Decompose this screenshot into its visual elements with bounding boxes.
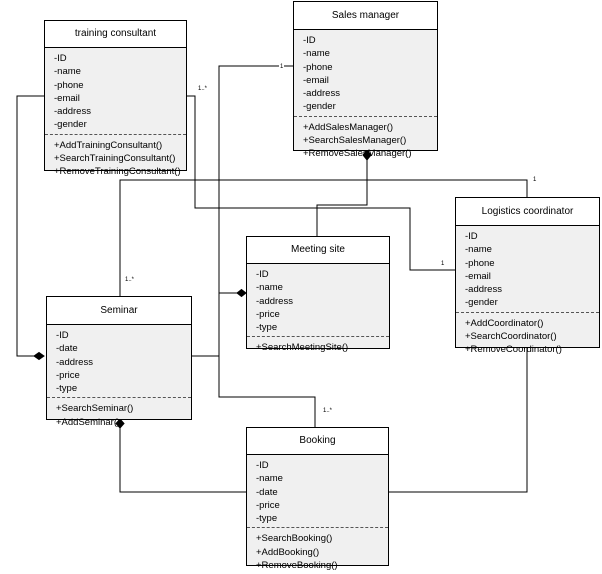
attribute: -phone bbox=[465, 257, 495, 269]
attribute: -address bbox=[256, 295, 293, 307]
diamond-meeting bbox=[236, 288, 247, 298]
attribute: -name bbox=[256, 473, 283, 485]
diamond-seminar bbox=[115, 418, 125, 429]
attribute: -ID bbox=[256, 460, 269, 471]
attribute: -address bbox=[54, 106, 91, 118]
connector-training-seminar bbox=[16, 95, 44, 357]
operation: +AddSalesManager() bbox=[303, 121, 394, 133]
operations: +SearchBooking() +AddBooking() +RemoveBo… bbox=[247, 527, 388, 574]
connector-sales-seminar bbox=[119, 160, 368, 296]
multiplicity-training-seminar: 1..* bbox=[197, 86, 209, 93]
connector-logistics-booking bbox=[388, 348, 528, 493]
connector-sales-booking bbox=[218, 65, 316, 427]
multiplicity-sales: 1 bbox=[279, 64, 285, 71]
attribute: -ID bbox=[465, 231, 478, 242]
operation: +SearchTrainingConsultant() bbox=[54, 153, 176, 165]
multiplicity-logistics-left: 1 bbox=[440, 261, 446, 268]
attribute: -gender bbox=[303, 101, 336, 113]
attribute: -date bbox=[56, 343, 78, 355]
attributes: -ID -name -date -price -type bbox=[247, 455, 388, 527]
multiplicity-seminar: 1..* bbox=[124, 277, 136, 284]
class-title: Booking bbox=[247, 428, 388, 455]
connector-meeting-seminar bbox=[192, 292, 237, 357]
class-training-consultant[interactable]: training consultant -ID -name -phone -em… bbox=[44, 20, 187, 177]
attribute: -type bbox=[256, 513, 278, 525]
diamond-sales bbox=[362, 149, 372, 161]
attribute: -price bbox=[256, 499, 280, 511]
operation: +AddSeminar() bbox=[56, 416, 121, 428]
operation: +SearchSalesManager() bbox=[303, 135, 407, 147]
attribute: -address bbox=[56, 356, 93, 368]
attribute: -gender bbox=[54, 119, 87, 131]
attribute: -gender bbox=[465, 297, 498, 309]
class-title: Meeting site bbox=[247, 237, 389, 264]
class-sales-manager[interactable]: Sales manager -ID -name -phone -email -a… bbox=[293, 1, 438, 159]
operation: +SearchBooking() bbox=[256, 533, 333, 545]
class-title: Sales manager bbox=[294, 2, 437, 30]
attribute: -type bbox=[56, 383, 78, 395]
attribute: -ID bbox=[303, 35, 316, 46]
operation: +SearchSeminar() bbox=[56, 403, 134, 415]
attribute: -ID bbox=[54, 53, 67, 64]
connector-training-logistics bbox=[186, 95, 455, 271]
attribute: -name bbox=[256, 282, 283, 294]
class-seminar[interactable]: Seminar -ID -date -address -price -type … bbox=[46, 296, 192, 428]
operation: +RemoveSalesManager() bbox=[303, 148, 412, 160]
class-title: Logistics coordinator bbox=[456, 198, 599, 226]
operations: +SearchMeetingSite() bbox=[247, 336, 389, 356]
attribute: -phone bbox=[303, 61, 333, 73]
attribute: -ID bbox=[256, 269, 269, 280]
attribute: -address bbox=[303, 88, 340, 100]
connector-seminar-booking bbox=[119, 428, 246, 493]
operation: +RemoveCoordinator() bbox=[465, 344, 562, 356]
multiplicity-logistics-top: 1 bbox=[532, 177, 538, 184]
operations: +SearchSeminar() +AddSeminar() bbox=[47, 397, 191, 431]
attribute: -phone bbox=[54, 79, 84, 91]
attributes: -ID -name -phone -email -address -gender bbox=[45, 48, 186, 134]
attributes: -ID -date -address -price -type bbox=[47, 325, 191, 397]
operation: +AddCoordinator() bbox=[465, 317, 544, 329]
attributes: -ID -name -phone -email -address -gender bbox=[456, 226, 599, 312]
attribute: -price bbox=[256, 308, 280, 320]
attribute: -date bbox=[256, 486, 278, 498]
class-title: training consultant bbox=[45, 21, 186, 48]
attribute: -ID bbox=[56, 330, 69, 341]
attributes: -ID -name -phone -email -address -gender bbox=[294, 30, 437, 116]
class-logistics-coordinator[interactable]: Logistics coordinator -ID -name -phone -… bbox=[455, 197, 600, 355]
attribute: -email bbox=[54, 92, 80, 104]
attribute: -price bbox=[56, 369, 80, 381]
operation: +AddTrainingConsultant() bbox=[54, 139, 163, 151]
connector-sales-meeting bbox=[316, 180, 368, 236]
attribute: -address bbox=[465, 284, 502, 296]
operation: +SearchCoordinator() bbox=[465, 331, 557, 343]
connector-sales-logistics bbox=[367, 179, 528, 197]
multiplicity-booking: 1..* bbox=[322, 408, 334, 415]
attribute: -name bbox=[54, 66, 81, 78]
operation: +SearchMeetingSite() bbox=[256, 342, 349, 354]
operations: +AddCoordinator() +SearchCoordinator() +… bbox=[456, 311, 599, 359]
class-booking[interactable]: Booking -ID -name -date -price -type +Se… bbox=[246, 427, 389, 571]
diamond-training-seminar bbox=[33, 351, 45, 361]
attribute: -name bbox=[465, 244, 492, 256]
attributes: -ID -name -address -price -type bbox=[247, 264, 389, 336]
operation: +AddBooking() bbox=[256, 546, 320, 558]
attribute: -email bbox=[465, 270, 491, 282]
attribute: -email bbox=[303, 74, 329, 86]
operation: +RemoveTrainingConsultant() bbox=[54, 166, 181, 178]
class-meeting-site[interactable]: Meeting site -ID -name -address -price -… bbox=[246, 236, 390, 353]
attribute: -type bbox=[256, 322, 278, 334]
attribute: -name bbox=[303, 48, 330, 60]
operations: +AddTrainingConsultant() +SearchTraining… bbox=[45, 133, 186, 181]
operations: +AddSalesManager() +SearchSalesManager()… bbox=[294, 115, 437, 163]
class-title: Seminar bbox=[47, 297, 191, 325]
